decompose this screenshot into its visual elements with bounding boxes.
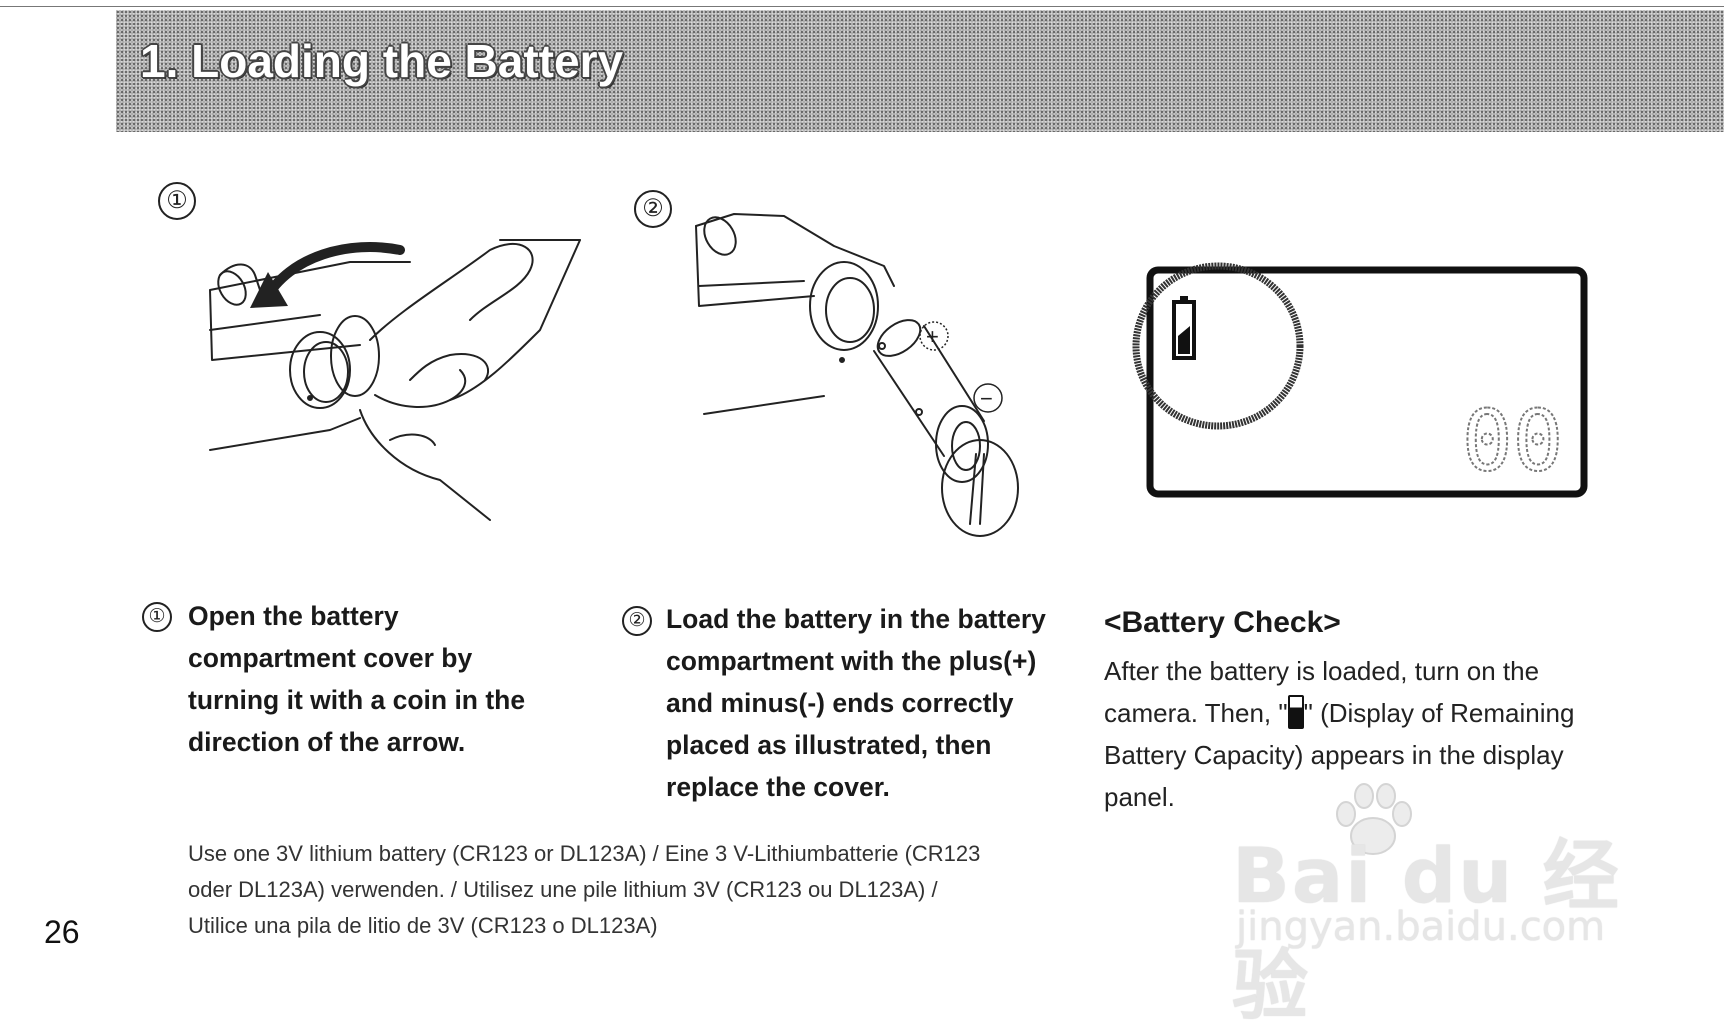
top-rule <box>0 6 1724 7</box>
figure-display-panel: 00 <box>1126 256 1606 506</box>
plus-symbol: + <box>926 324 939 349</box>
display-panel-illustration: 00 <box>1132 262 1588 498</box>
page-number: 26 <box>44 914 80 950</box>
battery-type-note: Use one 3V lithium battery (CR123 or DL1… <box>188 841 981 938</box>
curved-arrow-icon <box>250 242 405 308</box>
load-battery-illustration: + − <box>695 213 1019 537</box>
open-cover-illustration <box>209 239 581 521</box>
step-2-text: Load the battery in the battery compartm… <box>666 604 1046 802</box>
figure-open-cover: ① <box>150 180 590 540</box>
minus-symbol: − <box>980 386 993 411</box>
figure-2-marker: ② <box>634 190 672 228</box>
display-counter: 00 <box>1462 392 1563 490</box>
baidu-watermark: Bai du 经验 jingyan.baidu.com <box>1232 780 1632 1030</box>
figure-1-marker: ① <box>158 182 196 220</box>
battery-check-text: After the battery is loaded, turn on the… <box>1104 656 1575 812</box>
step-1-text: Open the battery compartment cover by tu… <box>188 601 526 757</box>
page-title: 1. Loading the Battery <box>140 35 624 87</box>
battery-check-heading: <Battery Check> <box>1104 606 1341 639</box>
watermark-url: jingyan.baidu.com <box>1236 904 1606 950</box>
title-band <box>116 10 1724 132</box>
step-2-marker: ② <box>622 606 652 636</box>
figure-load-battery: ② + <box>624 186 1044 556</box>
battery-inline-icon <box>1287 695 1304 729</box>
watermark-logo: Bai du 经验 <box>1232 831 1621 1030</box>
paw-icon <box>1336 783 1412 855</box>
step-1-marker: ① <box>142 602 172 632</box>
battery-level-icon <box>1172 296 1196 360</box>
